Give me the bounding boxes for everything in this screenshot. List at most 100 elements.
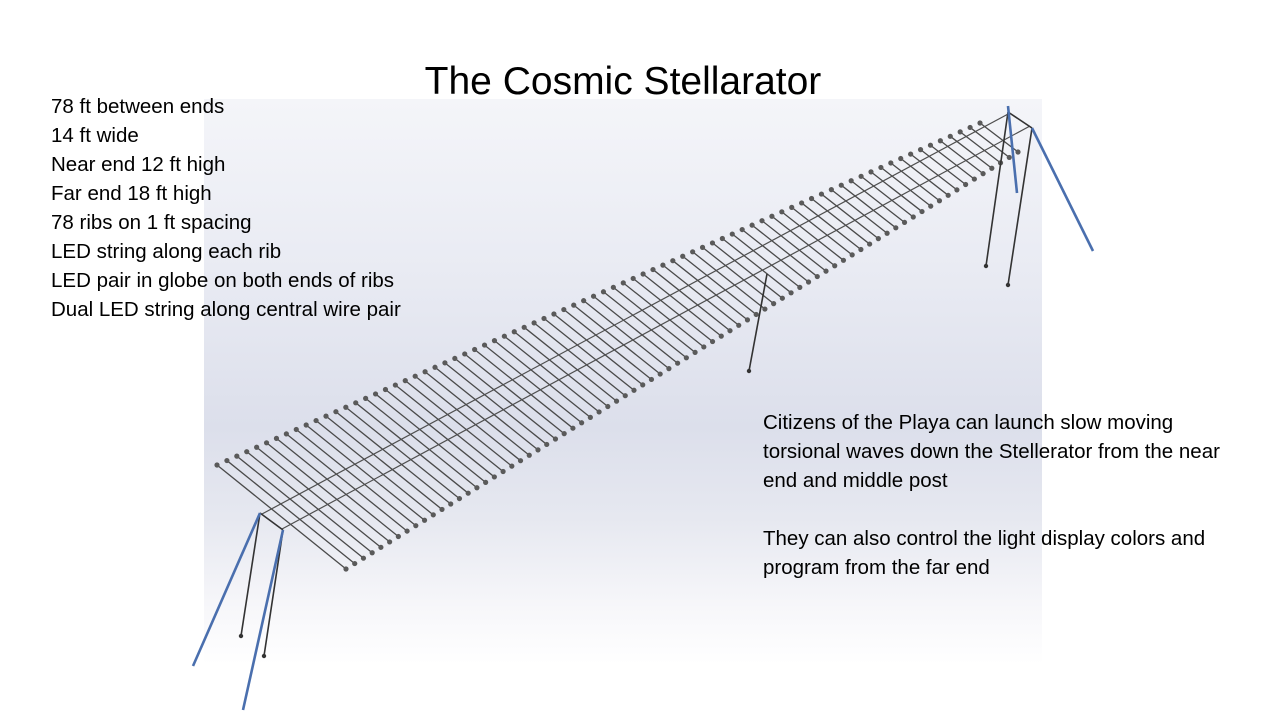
rib-globe-led	[501, 333, 507, 339]
rib-globe-led	[709, 240, 716, 246]
rib	[920, 149, 967, 186]
ribs-group	[214, 120, 1021, 572]
rib	[672, 260, 748, 321]
rib	[870, 171, 923, 213]
rib-globe-led	[551, 311, 557, 317]
rib-globe-led	[936, 198, 943, 204]
rib-globe-led	[749, 222, 755, 228]
rib-globe-led	[421, 517, 428, 523]
rib	[295, 428, 417, 527]
rib-globe-led	[500, 468, 506, 475]
spec-far-end-height: Far end 18 ft high	[51, 182, 212, 205]
rib-globe-led	[483, 479, 489, 485]
rib	[840, 184, 897, 229]
rib	[741, 229, 809, 283]
rib-globe-led	[491, 338, 498, 344]
rib-globe-led	[596, 409, 602, 415]
rib-globe-led	[472, 346, 478, 353]
rib	[285, 433, 408, 532]
post-foot	[261, 653, 267, 659]
rib-globe-led	[660, 262, 666, 268]
rib-globe-led	[797, 284, 803, 290]
rib	[642, 273, 722, 337]
rib	[216, 464, 347, 570]
rib	[266, 442, 391, 543]
rib-globe-led	[511, 329, 517, 335]
rib-globe-led	[363, 395, 369, 401]
rib	[830, 189, 888, 234]
rib-globe-led	[947, 133, 953, 139]
rib-globe-led	[491, 474, 497, 480]
rib-globe-led	[360, 555, 367, 561]
rib-globe-led	[552, 436, 559, 442]
note-light-control: They can also control the light display …	[763, 527, 1206, 579]
rib-globe-led	[927, 142, 934, 148]
spec-central-led: Dual LED string along central wire pair	[51, 298, 401, 321]
rib	[394, 384, 504, 473]
rib	[603, 291, 687, 359]
rib-globe-led	[901, 219, 908, 226]
post-foot	[1005, 282, 1011, 288]
rib	[632, 277, 713, 343]
rib-globe-led	[402, 378, 408, 384]
rib-globe-led	[868, 169, 874, 175]
rib-globe-led	[613, 398, 620, 404]
rib-globe-led	[571, 302, 577, 308]
rib	[315, 420, 434, 516]
rib	[702, 246, 775, 305]
rib	[563, 309, 652, 380]
rib-globe-led	[898, 155, 904, 162]
specs-list: 78 ft between ends 14 ft wide Near end 1…	[51, 92, 401, 324]
rib-globe-led	[699, 244, 706, 250]
rib-globe-led	[788, 290, 794, 296]
rib	[652, 269, 731, 332]
rib-globe-led	[369, 550, 375, 556]
rib-globe-led	[452, 355, 458, 362]
middle-post	[748, 273, 768, 372]
rib	[731, 233, 801, 288]
rib-globe-led	[917, 147, 924, 153]
rib-globe-led	[244, 449, 250, 455]
spec-width: 14 ft wide	[51, 124, 139, 147]
rib-globe-led	[848, 178, 854, 184]
spec-globe-led: LED pair in globe on both ends of ribs	[51, 269, 395, 292]
rib-globe-led	[858, 173, 864, 179]
rib	[226, 460, 356, 565]
rib	[355, 402, 469, 494]
rib-globe-led	[531, 320, 537, 326]
central-wire-pair	[261, 112, 1031, 530]
rib-globe-led	[744, 317, 751, 323]
rib-globe-led	[372, 391, 379, 397]
rib-globe-led	[422, 369, 428, 375]
rib-globe-led	[823, 268, 829, 274]
rib-globe-led	[680, 253, 686, 259]
rib-globe-led	[234, 453, 240, 459]
rib	[682, 255, 757, 315]
rib-globe-led	[333, 409, 339, 415]
spec-near-end-height: Near end 12 ft high	[51, 153, 226, 176]
rib-globe-led	[579, 420, 585, 426]
rib	[751, 224, 818, 278]
rib-globe-led	[353, 400, 359, 406]
rib-globe-led	[283, 431, 289, 437]
rib	[721, 237, 792, 294]
rib-globe-led	[526, 452, 532, 458]
rib-globe-led	[631, 387, 637, 393]
rib-globe-led	[254, 444, 260, 450]
near-end-post	[240, 512, 261, 637]
rib-globe-led	[779, 209, 785, 215]
rib-globe-led	[719, 235, 725, 242]
rib	[860, 175, 914, 218]
rib-globe-led	[814, 273, 820, 280]
rib-globe-led	[779, 295, 785, 301]
rib-globe-led	[718, 333, 724, 339]
rib	[692, 251, 766, 310]
rib-globe-led	[465, 490, 471, 496]
rib-globe-led	[382, 386, 389, 393]
rib-globe-led	[818, 191, 825, 197]
rib	[612, 286, 696, 353]
rib-globe-led	[759, 218, 765, 224]
rib-globe-led	[963, 181, 969, 188]
rib-globe-led	[1006, 154, 1012, 161]
